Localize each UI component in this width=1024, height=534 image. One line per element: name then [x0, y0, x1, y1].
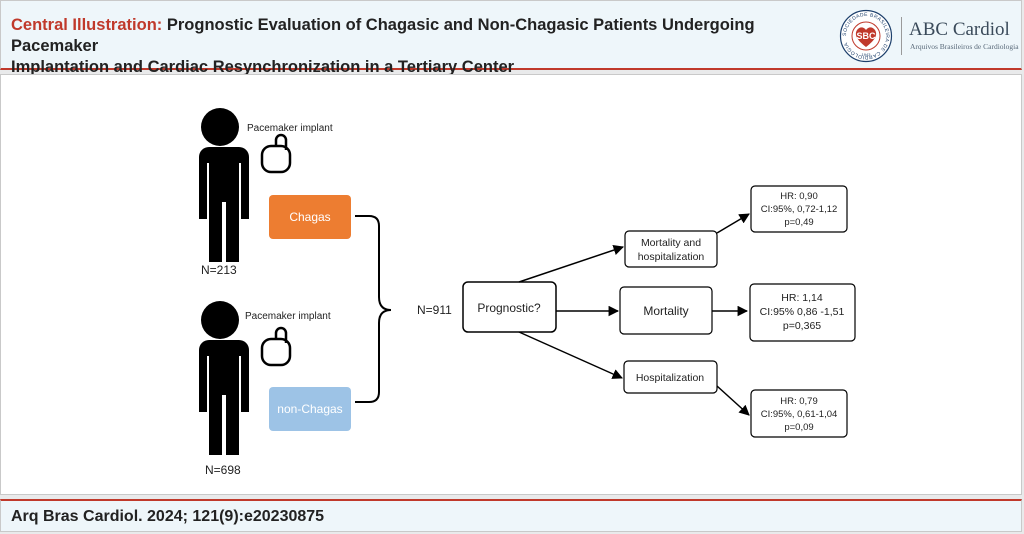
- stat-1-ci: CI:95%, 0,72-1,12: [761, 204, 838, 215]
- arrow-to-outcome-3: [518, 331, 623, 379]
- journal-subtitle: Arquivos Brasileiros de Cardiologia: [910, 42, 1019, 51]
- stat-3-ci: CI:95%, 0,61-1,04: [761, 409, 838, 420]
- prognostic-label: Prognostic?: [477, 301, 541, 315]
- title-line-2: Implantation and Cardiac Resynchronizati…: [11, 58, 515, 76]
- pacemaker-icon-1: [260, 133, 292, 174]
- person-icon-chagas: [199, 108, 249, 262]
- journal-logo: SOCIEDADE BRASILEIRA DE CARDIOLOGIA SBC …: [839, 9, 1019, 63]
- title-prefix: Central Illustration:: [11, 16, 163, 34]
- outcome-box-3: [623, 360, 718, 394]
- stat-3-hr: HR: 0,79: [780, 396, 818, 407]
- journal-name: ABC Cardiol: [909, 19, 1010, 40]
- logo-divider: [901, 17, 902, 55]
- arrow-to-stat-1: [716, 213, 750, 234]
- sbc-seal-logo: SOCIEDADE BRASILEIRA DE CARDIOLOGIA SBC …: [839, 9, 893, 63]
- person-icon-non-chagas: [199, 301, 249, 455]
- chagas-box: [269, 195, 351, 239]
- total-n-label: N=911: [417, 303, 452, 317]
- group-brace: [355, 215, 392, 403]
- stat-2-p: p=0,365: [783, 320, 821, 332]
- pacemaker-icon-2: [260, 326, 292, 367]
- stat-2-hr: HR: 1,14: [781, 292, 823, 304]
- stat-box-1: [750, 185, 848, 233]
- arrow-to-stat-3: [716, 385, 750, 416]
- diagram-panel: Pacemaker implant Chagas N=213 Pacemaker…: [0, 74, 1022, 495]
- seal-year: 1943: [862, 52, 872, 57]
- outcome-1-label-2: hospitalization: [638, 251, 705, 263]
- stat-1-p: p=0,49: [784, 217, 813, 228]
- n-label-chagas: N=213: [201, 263, 237, 277]
- flow-diagram: Pacemaker implant Chagas N=213 Pacemaker…: [199, 108, 856, 477]
- title-line-1: Prognostic Evaluation of Chagasic and No…: [11, 16, 755, 55]
- stat-3-p: p=0,09: [784, 422, 813, 433]
- non-chagas-box: [269, 387, 351, 431]
- chagas-label: Chagas: [289, 210, 330, 224]
- stat-1-hr: HR: 0,90: [780, 191, 818, 202]
- implant-label-1: Pacemaker implant: [247, 123, 333, 134]
- arrow-to-outcome-1: [518, 245, 624, 283]
- implant-label-2: Pacemaker implant: [245, 311, 331, 322]
- page-title: Central Illustration: Prognostic Evaluat…: [11, 15, 831, 78]
- outcome-box-1: [624, 230, 718, 268]
- n-label-non-chagas: N=698: [205, 463, 241, 477]
- stat-box-3: [750, 389, 848, 438]
- prognostic-box: [462, 281, 557, 333]
- citation: Arq Bras Cardiol. 2024; 121(9):e20230875: [11, 508, 325, 525]
- non-chagas-label: non-Chagas: [277, 402, 342, 416]
- outcome-2-label: Mortality: [643, 304, 688, 318]
- outcome-1-label-1: Mortality and: [641, 237, 701, 249]
- seal-abbrev: SBC: [856, 31, 876, 41]
- outcome-3-label: Hospitalization: [636, 372, 704, 384]
- footer: Arq Bras Cardiol. 2024; 121(9):e20230875: [0, 499, 1022, 532]
- stat-box-2: [749, 283, 856, 342]
- header: Central Illustration: Prognostic Evaluat…: [0, 0, 1022, 76]
- stat-2-ci: CI:95% 0,86 -1,51: [760, 306, 845, 318]
